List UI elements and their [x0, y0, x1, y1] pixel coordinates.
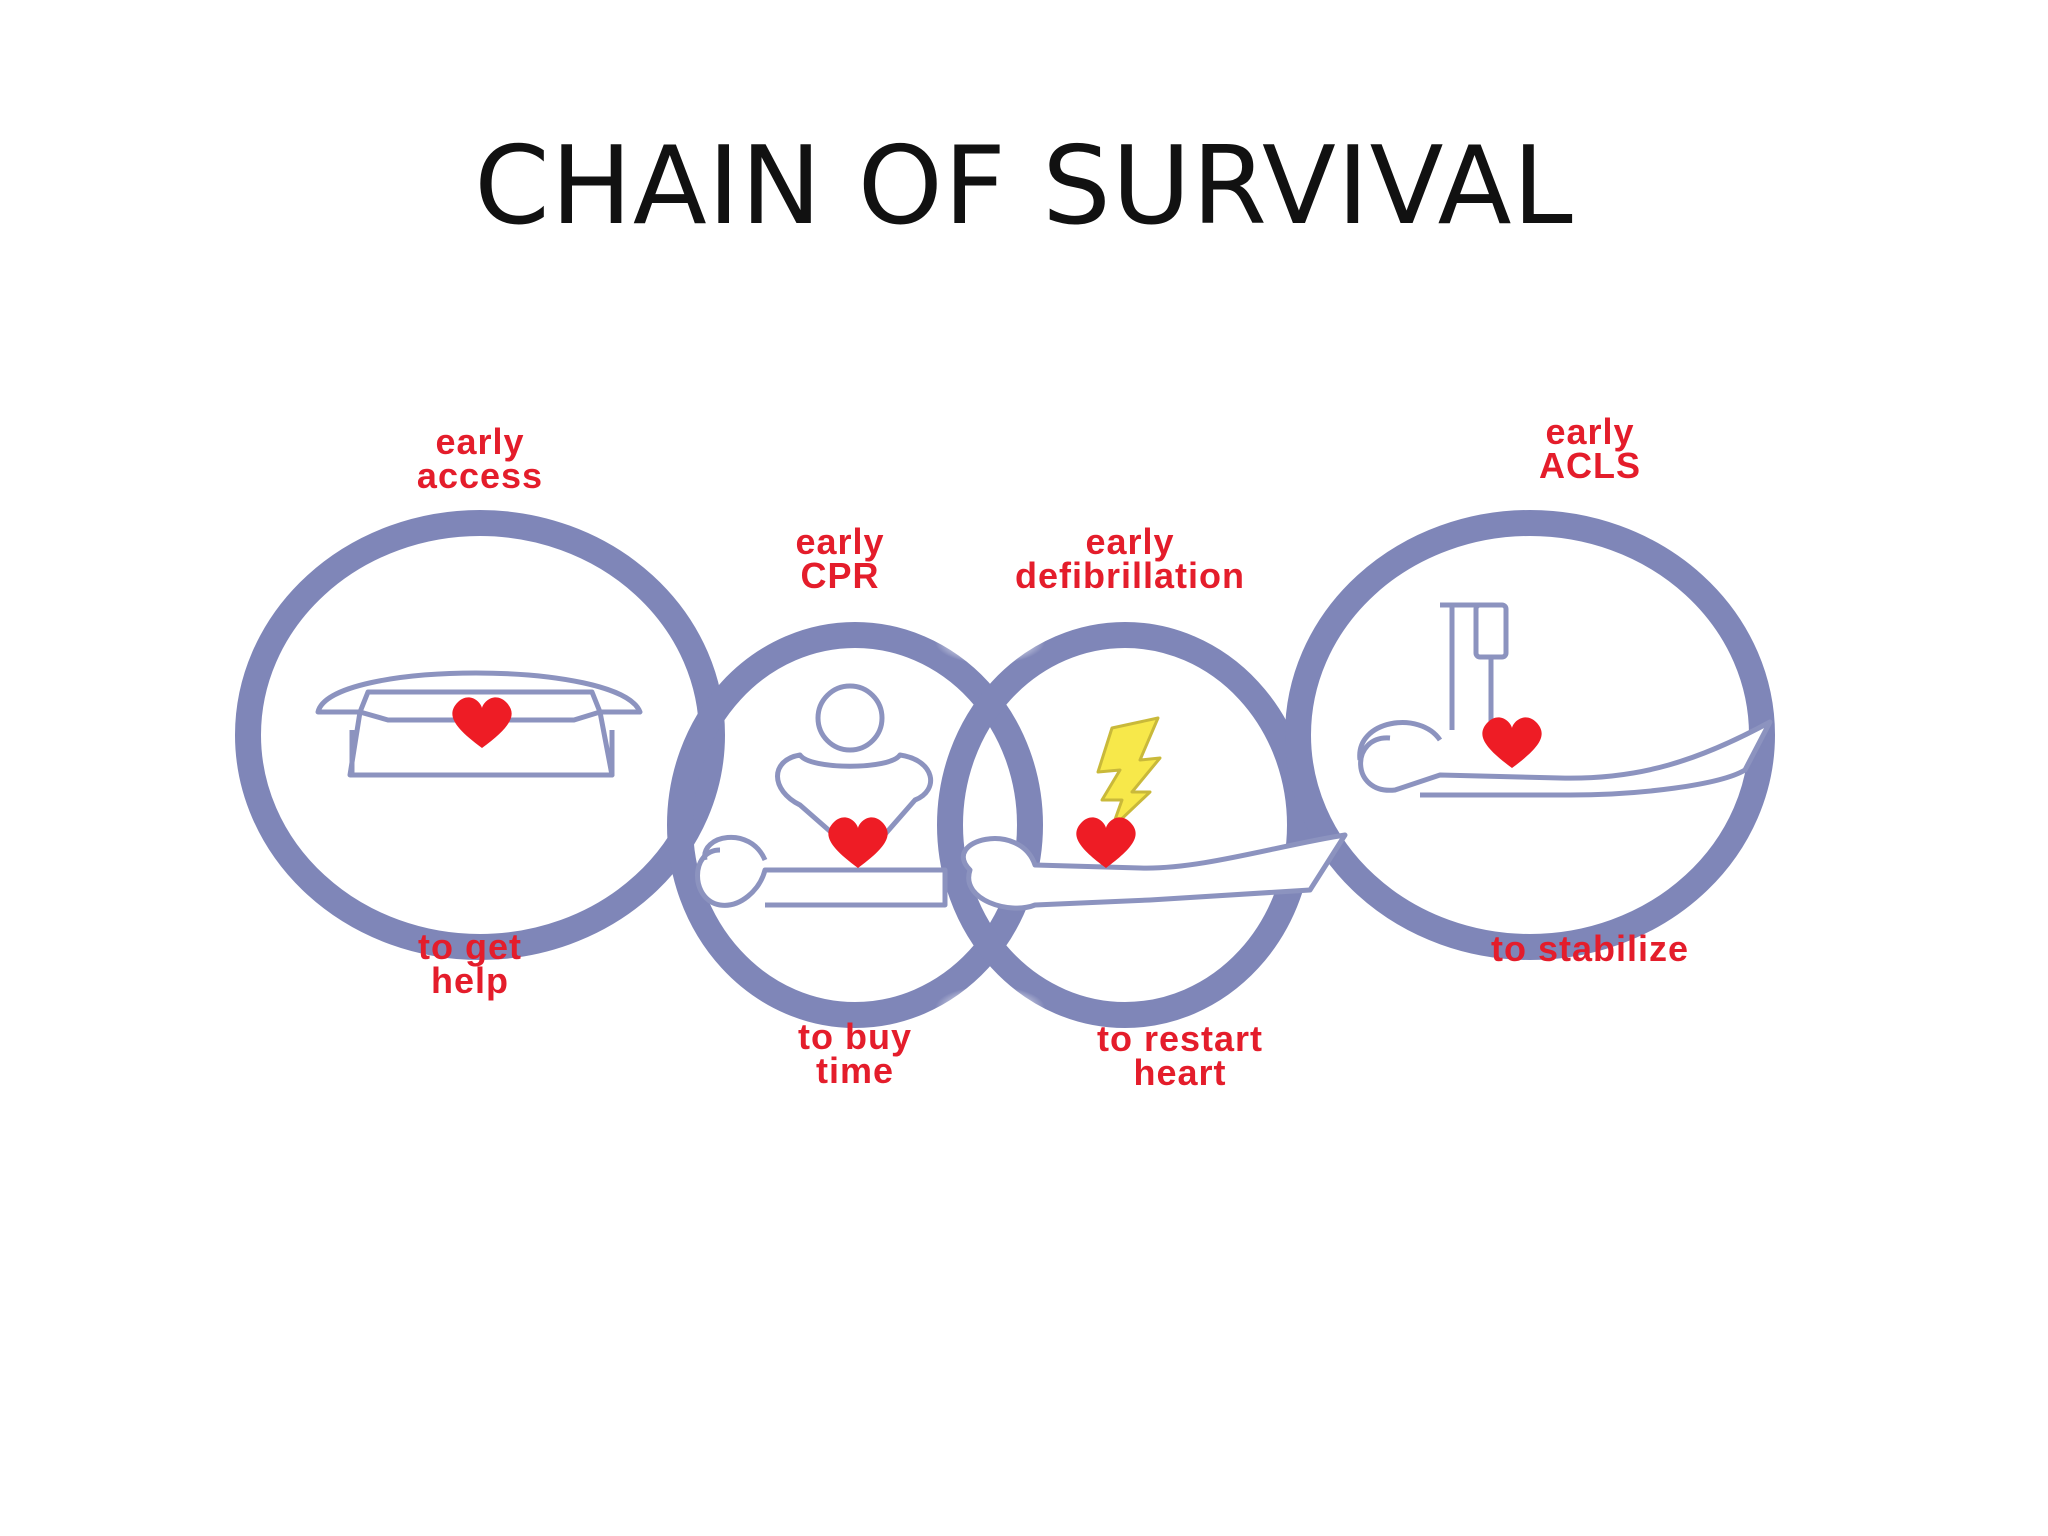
- label-to-get-help: to get help: [418, 926, 522, 1001]
- slide-title: CHAIN OF SURVIVAL: [474, 124, 1574, 249]
- label-early-cpr: early CPR: [795, 521, 885, 596]
- chain-ring-3: [937, 622, 1313, 1028]
- link-highlight-top: [935, 620, 1045, 664]
- heart-icon: [452, 697, 512, 748]
- telephone-icon: [315, 670, 643, 778]
- iv-drip-icon: [1440, 602, 1509, 730]
- link-highlight-bottom: [935, 986, 1045, 1030]
- label-early-defibrillation: early defibrillation: [1015, 521, 1245, 596]
- label-to-restart-heart: to restart heart: [1096, 1018, 1264, 1093]
- heart-icon: [1076, 817, 1136, 868]
- label-to-stabilize: to stabilize: [1490, 928, 1690, 969]
- label-to-buy-time: to buy time: [798, 1016, 912, 1091]
- acls-patient-icon: [1357, 719, 1773, 798]
- heart-icon: [1482, 717, 1542, 768]
- label-early-access: early access: [416, 421, 544, 496]
- chain-rings: [235, 510, 1775, 1028]
- heart-icon: [828, 817, 888, 868]
- hearts: [452, 697, 1542, 868]
- lightning-bolt-icon: [1096, 716, 1162, 830]
- cpr-rescuer-icon: [695, 683, 948, 908]
- defibrillation-patient-icon: [960, 832, 1348, 911]
- chain-ring-2: [667, 622, 1043, 1028]
- label-early-acls: early ACLS: [1539, 411, 1641, 486]
